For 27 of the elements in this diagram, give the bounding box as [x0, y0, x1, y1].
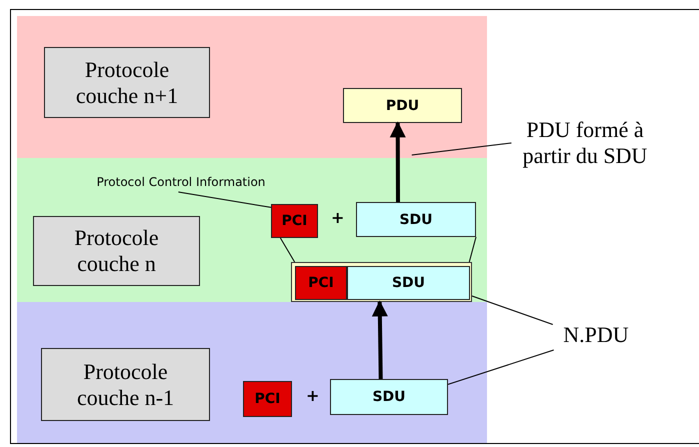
annotation-text: N.PDU	[563, 322, 629, 348]
sdu-box: SDU	[356, 202, 476, 237]
arrow	[372, 300, 388, 380]
plus-sign: +	[331, 208, 344, 227]
band-background	[17, 302, 487, 443]
band-background	[17, 16, 487, 158]
band-background	[17, 158, 487, 302]
npdu-box	[291, 262, 472, 302]
leader-line	[448, 350, 554, 385]
layer-box: Protocole couche n	[33, 216, 200, 286]
plus-sign: +	[306, 386, 320, 405]
pci-box: PCI	[295, 266, 347, 300]
layer-box: Protocole couche n-1	[41, 348, 210, 421]
sdu-box: SDU	[347, 266, 470, 300]
annotation-text: Protocol Control Information	[96, 175, 266, 189]
leader-line	[178, 192, 272, 208]
arrow	[390, 121, 406, 202]
sdu-box: SDU	[330, 379, 448, 415]
leader-line	[280, 238, 296, 262]
leader-line	[411, 142, 512, 156]
leader-line	[468, 236, 476, 262]
leader-line	[472, 296, 554, 325]
pci-box: PCI	[271, 204, 318, 238]
annotation-text: PDU formé à partir du SDU	[522, 117, 648, 169]
layer-box: Protocole couche n+1	[44, 47, 210, 118]
pdu-box: PDU	[343, 88, 462, 123]
pci-box: PCI	[243, 381, 292, 417]
